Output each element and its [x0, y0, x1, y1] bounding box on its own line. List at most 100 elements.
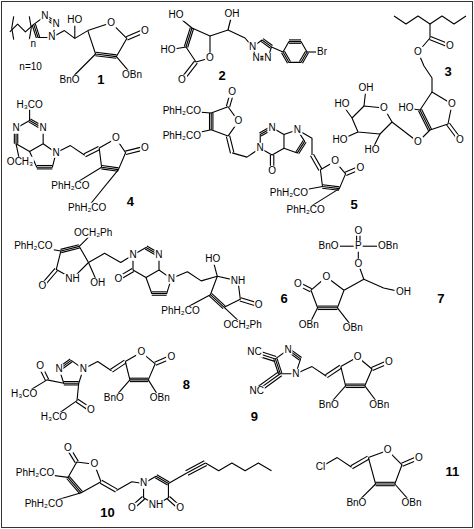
atom-label: O [140, 25, 150, 36]
double-bond [157, 475, 169, 482]
atom-label: OBn [149, 393, 171, 404]
atom-label: HO [160, 45, 177, 56]
atom-label: BnO [103, 393, 125, 404]
atom-label: O [322, 272, 332, 283]
double-bond [376, 485, 395, 486]
atom-label: PhH₂CO [50, 181, 90, 192]
atom-label: O [35, 361, 45, 372]
atom-label: O [205, 53, 215, 64]
atom-label: NH [230, 276, 246, 287]
atom-label: OH [395, 287, 412, 298]
double-bond [102, 166, 119, 168]
double-bond [86, 150, 100, 157]
atom-label: O [137, 347, 147, 358]
atom-label: PhH₂CO [162, 106, 202, 117]
atom-label: O [379, 103, 389, 114]
double-bond [299, 142, 306, 154]
atom-label: N [79, 364, 88, 375]
double-bond [130, 378, 148, 379]
atom-label: N [11, 123, 20, 134]
atom-label: PhH₂CO [67, 203, 107, 214]
single-bond [394, 16, 466, 24]
atom-label: OBn [121, 70, 143, 81]
atom-label: HO [204, 254, 221, 265]
double-bond [263, 39, 273, 46]
atom-label: P [354, 241, 363, 252]
single-bond [272, 47, 284, 52]
structure-bonds [33, 233, 259, 325]
structure-bonds [182, 92, 361, 210]
atom-label: O [267, 166, 277, 177]
double-bond [209, 296, 223, 309]
double-bond [318, 309, 338, 310]
compound-number: 5 [349, 199, 358, 213]
single-bond [29, 16, 31, 39]
atom-label: O [355, 162, 365, 173]
atom-label: PhH₂CO [286, 204, 326, 215]
atom-label: PhH₂CO [13, 241, 53, 252]
compound-number: 9 [250, 410, 259, 424]
atom-label: N [263, 53, 272, 64]
double-bond [327, 368, 341, 378]
atom-label: HO [332, 135, 349, 146]
atom-label: N [55, 364, 64, 375]
double-bond [96, 52, 117, 55]
atom-label: O [353, 259, 363, 270]
atom-label: OBn [298, 320, 320, 331]
single-bond [168, 473, 186, 483]
atom-label: O [254, 300, 264, 311]
compound-number: 11 [445, 465, 461, 479]
single-bond [52, 31, 88, 39]
atom-label: OCH₂Ph [73, 227, 113, 238]
atom-label: HO [168, 10, 185, 21]
atom-label: Cl [315, 462, 326, 473]
atom-label: PhH₂CO [15, 468, 55, 479]
atom-label: OBn [342, 322, 364, 333]
double-bond [346, 387, 365, 388]
single-bond [89, 253, 134, 262]
atom-label: OH [89, 278, 106, 289]
atom-label: N [256, 143, 265, 154]
double-bond [64, 384, 79, 385]
atom-label: OCH₃ [6, 157, 34, 168]
atom-label: HO [398, 103, 415, 114]
atom-label: O [445, 41, 455, 52]
structure-bonds [168, 14, 322, 81]
double-bond [352, 459, 369, 469]
single-bond [206, 463, 272, 471]
atom-label: OBn [401, 498, 423, 509]
double-bond [325, 365, 339, 375]
atom-label: n=10 [18, 62, 43, 73]
double-bond [184, 27, 190, 46]
single-bond [392, 122, 430, 142]
double-bond [101, 169, 118, 171]
atom-label: OCH₂Ph [222, 319, 262, 330]
double-bond [212, 113, 213, 130]
single-bond [12, 16, 14, 39]
atom-label: N [291, 368, 300, 379]
structure-bonds [24, 352, 172, 416]
atom-label: OBn [368, 400, 390, 411]
double-bond [318, 306, 338, 307]
single-bond [344, 279, 364, 290]
atom-label: N [51, 19, 60, 30]
atom-label: n [29, 38, 37, 49]
single-bond [10, 24, 34, 32]
atom-label: OH [358, 83, 375, 94]
double-bond [152, 295, 167, 296]
atom-label: PhH₂CO [160, 306, 200, 317]
structure-bonds [254, 348, 390, 405]
atom-label: HO [66, 15, 83, 26]
atom-label: BnO [59, 75, 81, 86]
double-bond [284, 51, 290, 61]
atom-label: N [139, 478, 148, 489]
atom-label: PhH₂CO [162, 131, 202, 142]
double-bond [67, 479, 80, 494]
atom-label: BnO [318, 241, 340, 252]
double-bond [95, 56, 116, 59]
compound-number: 10 [99, 506, 115, 520]
atom-label: O [90, 459, 100, 470]
structure-bonds [35, 447, 272, 510]
atom-label: O [447, 99, 457, 110]
atom-label: H₃CO [10, 388, 38, 399]
